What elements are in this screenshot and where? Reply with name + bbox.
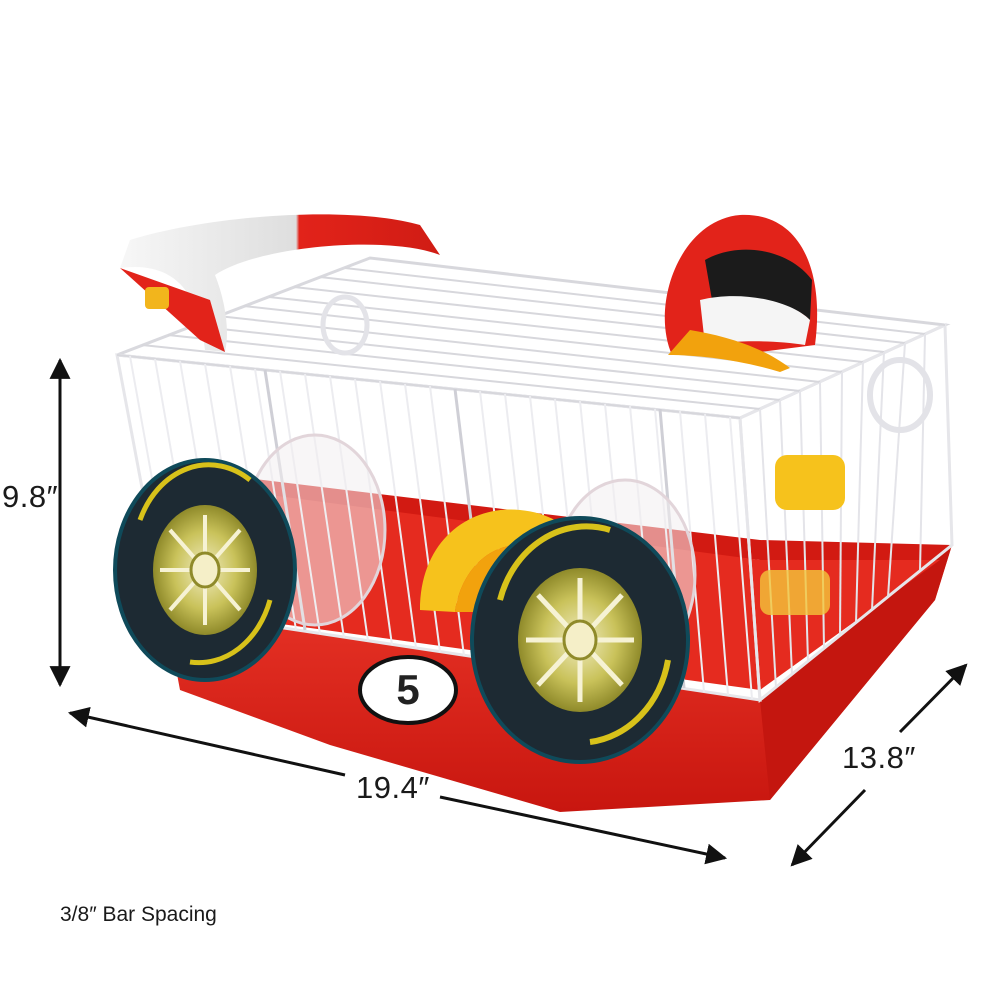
dimension-arrows [49,357,968,867]
spoiler-handle [120,214,440,352]
tire-right [470,516,690,764]
bar-spacing-caption: 3/8″ Bar Spacing [60,903,217,926]
cage-side-outline [738,322,954,703]
tire-left [113,458,297,682]
race-number: 5 [396,666,419,713]
depth-arrow-bottom [790,788,867,867]
tray-side [760,545,952,800]
depth-label: 13.8″ [842,740,916,775]
race-number-plate: 5 [358,655,458,725]
spoiler-trophy-icon [145,287,169,309]
depth-arrow-top [898,663,968,734]
width-arrow-left [67,706,346,777]
side-porthole [867,357,933,433]
height-label: 9.8″ [2,479,59,514]
hamster-cage: 5 [113,214,954,812]
food-dish [775,455,845,510]
width-label: 19.4″ [356,770,430,805]
width-arrow-right [439,795,728,865]
cage-top-wires [116,257,946,419]
back-porthole [320,294,370,356]
water-shelf [760,570,830,615]
helmet [664,214,818,372]
